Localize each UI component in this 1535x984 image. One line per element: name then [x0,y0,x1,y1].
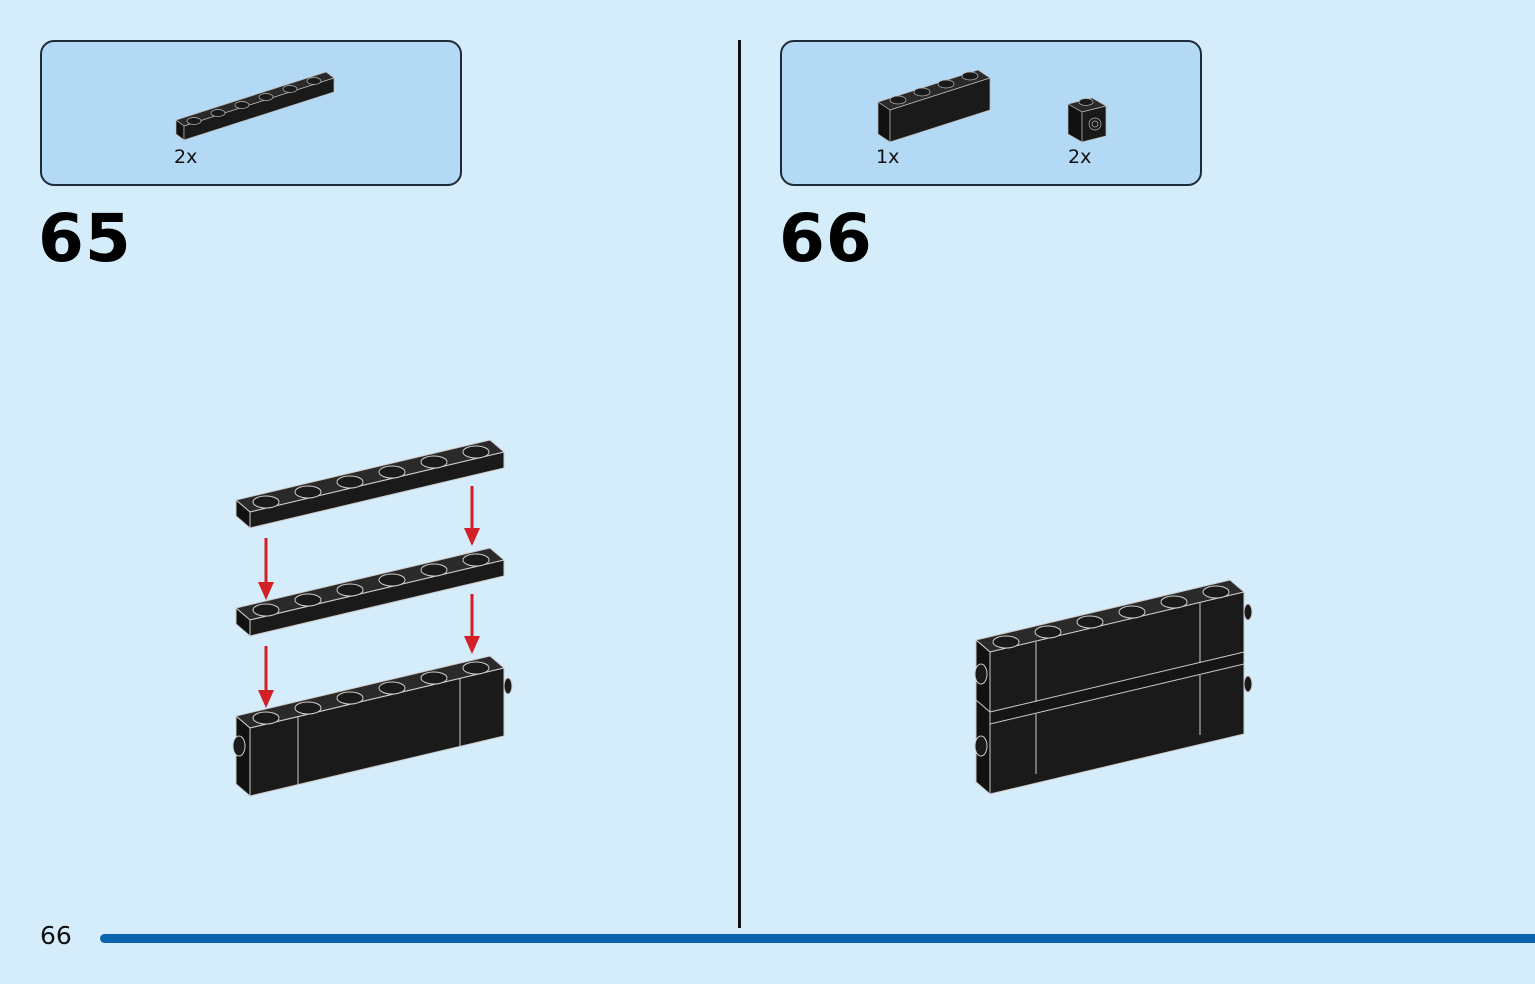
page-number: 66 [40,921,72,950]
step-number: 65 [38,200,132,277]
brick-1x4-icon [877,69,991,143]
step-number: 66 [779,200,873,277]
brick-1x1-stud-side-icon [1067,97,1107,143]
brick-bottom [232,655,513,798]
page-progress-bar [100,934,1535,943]
plate-middle [234,547,506,638]
step-divider [738,40,741,928]
assembly-arrows [258,486,480,708]
step-66-assembly-illustration [974,579,1253,796]
part-qty: 1x [876,146,900,168]
step-65-assembly-illustration [232,439,513,798]
part-qty: 2x [1068,146,1092,168]
part-qty: 2x [174,146,198,168]
plate-1x6-icon [175,71,335,141]
plate-top [234,439,506,530]
parts-callout-step-65: 2x [40,40,462,186]
parts-callout-step-66: 1x 2x [780,40,1202,186]
